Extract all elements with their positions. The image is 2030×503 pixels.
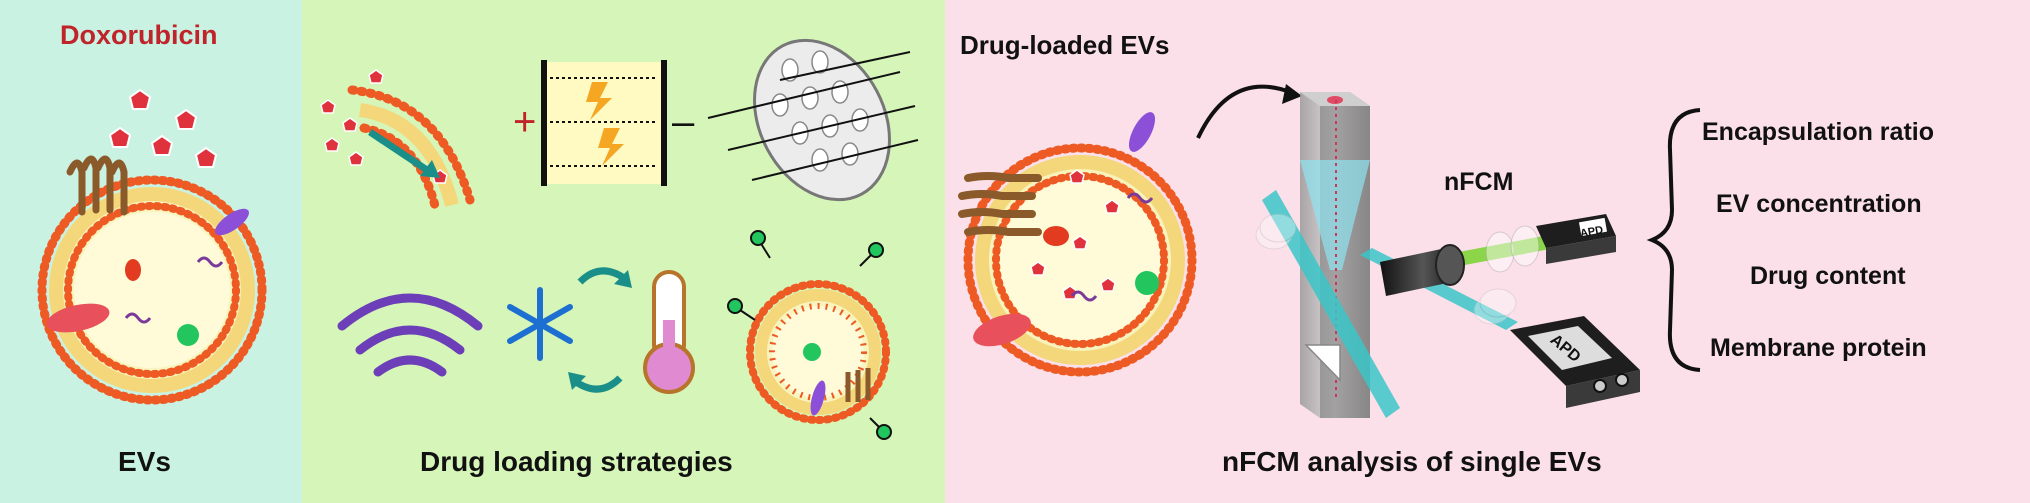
drug-name-label: Doxorubicin [60,20,218,50]
red-protein-icon [46,303,110,333]
cargo-red-icon [125,259,141,281]
red-protein-icon [973,313,1031,347]
rna-icon [124,312,152,324]
purple-protein-icon [1128,112,1156,152]
output-item: EV concentration [1716,190,1922,218]
drug-loaded-evs-label: Drug-loaded EVs [960,30,1170,60]
panel-title-analysis: nFCM analysis of single EVs [1222,446,1602,477]
panel-title-loading: Drug loading strategies [420,446,733,477]
rna-icon [196,256,224,268]
apd-detector-icon [1536,214,1616,264]
cycle-arrow-icon [577,267,626,285]
snowflake-icon [507,287,573,361]
ev-vesicle [37,155,267,405]
output-item: Drug content [1750,262,1906,290]
membrane-protein-icon [66,155,128,216]
output-item: Membrane protein [1710,334,1927,362]
loaded-ev-icon [727,230,892,440]
cargo-green-icon [177,324,199,346]
thermometer-icon [643,270,695,394]
purple-protein-icon [214,208,250,236]
output-item: Encapsulation ratio [1702,118,1934,146]
nfcm-label: nFCM [1444,168,1514,196]
sonication-icon [337,293,483,377]
arrow-icon [1196,84,1291,139]
apd-detector-icon [1510,316,1640,408]
panel-title-evs: EVs [118,446,171,477]
membrane-protein-icon [958,172,1042,236]
incubation-membrane-icon [320,69,475,215]
brace-icon [1646,108,1701,372]
freeze-thaw-icon [507,267,695,394]
minus-sign: – [672,100,695,144]
extrusion-filter-icon [707,38,919,202]
objective-lens-icon [1380,225,1562,296]
cycle-arrow-icon [574,375,623,393]
drug-icon [108,88,218,168]
doxorubicin-molecules [108,88,218,168]
electroporation-icon [541,60,667,186]
drug-loaded-ev-icon [958,112,1197,377]
plus-sign: + [513,100,537,144]
